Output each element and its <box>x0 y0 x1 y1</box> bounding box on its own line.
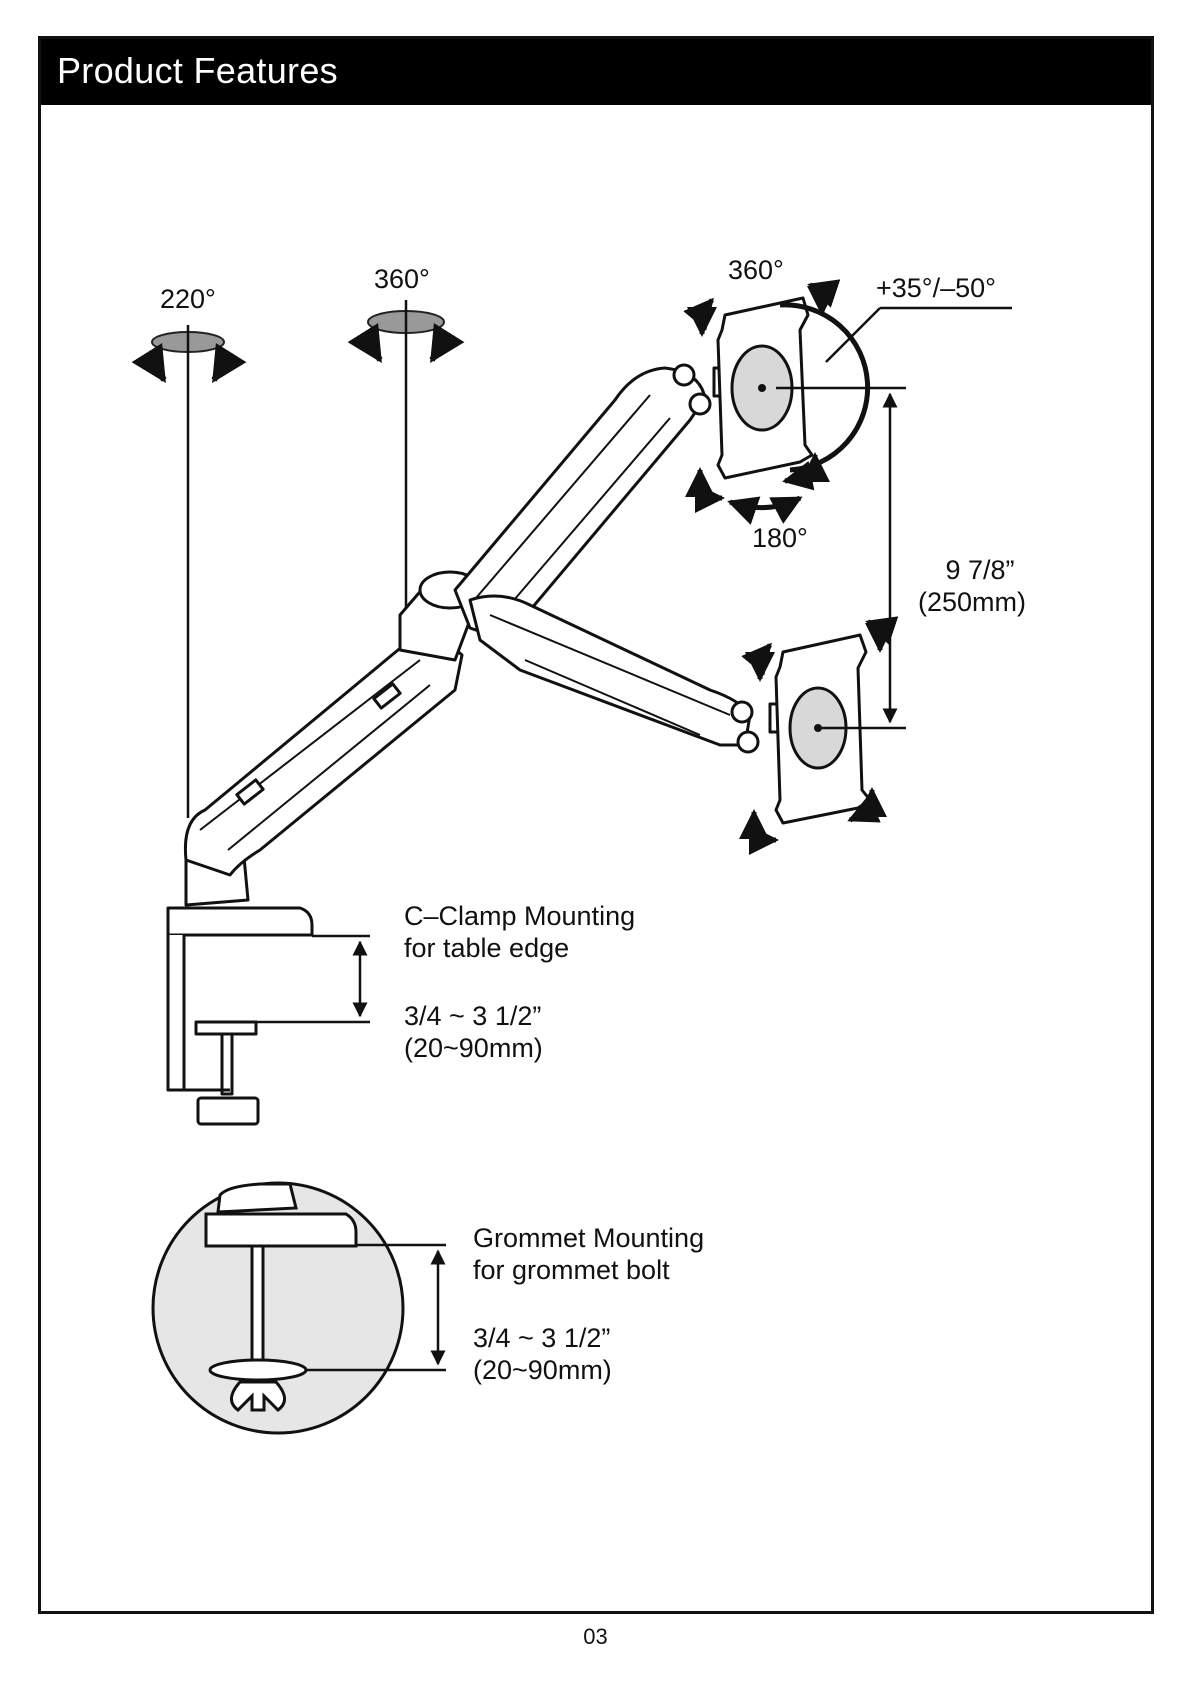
base-swivel-label: 220° <box>160 283 216 315</box>
c-clamp-subtitle: for table edge <box>404 932 635 964</box>
height-adjust-inches: 9 7/8” <box>918 554 1026 586</box>
c-clamp-range-mm: (20~90mm) <box>404 1032 543 1064</box>
page-number: 03 <box>0 1624 1191 1650</box>
grommet-range: 3/4 ~ 3 1/2” (20~90mm) <box>473 1322 612 1387</box>
grommet-subtitle: for grommet bolt <box>473 1254 704 1286</box>
c-clamp-range: 3/4 ~ 3 1/2” (20~90mm) <box>404 1000 543 1065</box>
grommet-detail-icon <box>153 1183 403 1433</box>
c-clamp-range-inches: 3/4 ~ 3 1/2” <box>404 1000 543 1032</box>
tilt-label: +35°/–50° <box>876 272 996 304</box>
c-clamp-label: C–Clamp Mounting for table edge <box>404 900 635 965</box>
grommet-title: Grommet Mounting <box>473 1222 704 1254</box>
arm-swivel-label: 360° <box>374 263 430 295</box>
lower-arm-icon <box>185 637 462 875</box>
grommet-range-mm: (20~90mm) <box>473 1354 612 1386</box>
height-adjust-mm: (250mm) <box>918 586 1026 618</box>
height-adjust-label: 9 7/8” (250mm) <box>918 554 1026 619</box>
clamp-range-arrow-icon <box>256 936 370 1022</box>
c-clamp-title: C–Clamp Mounting <box>404 900 635 932</box>
base-swivel-arrow-icon <box>152 325 224 818</box>
monitor-rotation-label: 360° <box>728 254 784 286</box>
upper-arm-bottom-icon <box>470 596 782 752</box>
grommet-range-inches: 3/4 ~ 3 1/2” <box>473 1322 612 1354</box>
swivel-label: 180° <box>752 522 808 554</box>
top-vesa-plate-icon <box>700 285 1012 508</box>
arm-swivel-arrow-icon <box>368 300 444 612</box>
grommet-label: Grommet Mounting for grommet bolt <box>473 1222 704 1287</box>
